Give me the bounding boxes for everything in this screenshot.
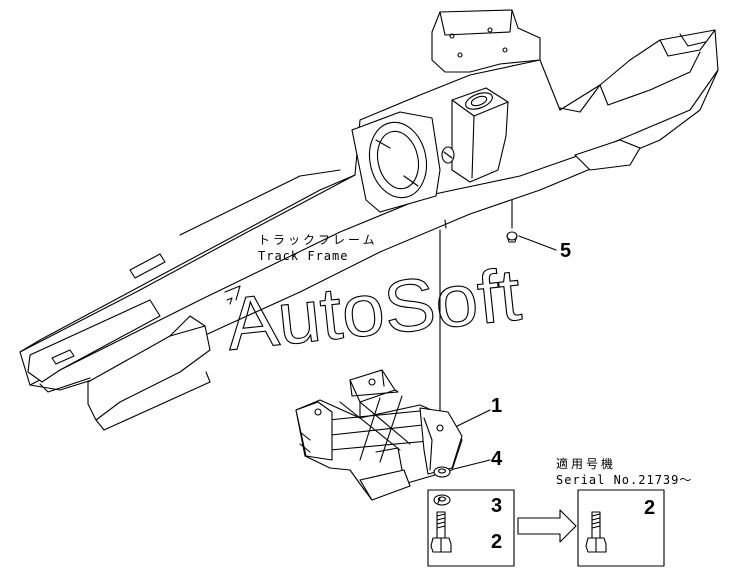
bolt-2-new-icon (585, 511, 607, 553)
supersede-arrow (517, 509, 577, 543)
lock-washer-3-icon (433, 494, 451, 506)
callout-2-old: 2 (491, 531, 502, 553)
track-frame (19, 9, 719, 431)
callout-4: 4 (491, 448, 503, 470)
serial-label-en: Serial No.21739～ (556, 473, 692, 487)
track-frame-label-jp: トラックフレーム (258, 233, 378, 247)
detail-box-old (427, 489, 515, 567)
callout-1: 1 (491, 395, 502, 417)
serial-label-jp: 適用号機 (556, 456, 616, 471)
callout-3: 3 (491, 495, 502, 517)
callout-5: 5 (560, 240, 571, 262)
washer-4-icon (433, 466, 451, 478)
guard-assembly (295, 369, 463, 501)
bolt-2-icon (430, 511, 452, 553)
detail-box-new (577, 489, 665, 567)
track-frame-label-en: Track Frame (258, 249, 348, 263)
bolt-5-icon (506, 231, 518, 243)
callout-2-new: 2 (644, 497, 655, 519)
